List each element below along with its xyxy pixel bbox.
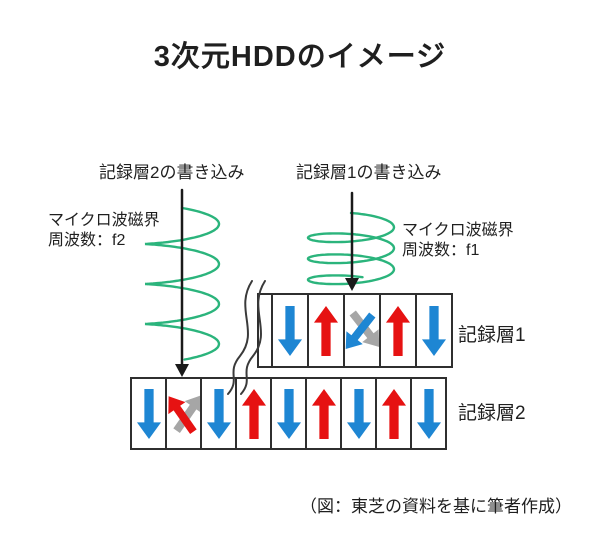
microwave-coil-f1-icon [306, 211, 396, 286]
field-label-f2: マイクロ波磁界 周波数：f2 [48, 211, 160, 251]
field-label-f1-line2: 周波数：f1 [402, 242, 480, 259]
spin-down-arrow-icon [421, 305, 447, 356]
spin-cell [235, 379, 270, 448]
spin-cell [132, 379, 165, 448]
recording-layer2-row [130, 377, 447, 450]
spin-down-arrow-icon [416, 388, 441, 439]
spin-ghost-arrow-icon [172, 394, 202, 433]
spin-flipping-up-arrow-icon [167, 395, 197, 434]
spin-up-arrow-icon [311, 388, 336, 439]
spin-down-arrow-icon [136, 388, 161, 439]
layer2-label: 記録層2 [458, 403, 526, 424]
spin-cell [410, 379, 445, 448]
write-arrow-layer1-icon-head [345, 278, 359, 291]
spin-flipping-down-arrow-icon [345, 312, 376, 349]
spin-cell [375, 379, 410, 448]
spin-down-arrow-icon [206, 388, 231, 439]
spin-up-arrow-icon [313, 305, 339, 356]
field-label-f1: マイクロ波磁界 周波数：f1 [402, 221, 514, 261]
spin-cell [271, 295, 307, 366]
field-label-f2-line2: 周波数：f2 [48, 232, 126, 249]
spin-down-arrow-icon [346, 388, 371, 439]
spin-cell [165, 379, 202, 448]
field-label-f2-line1: マイクロ波磁界 [48, 212, 160, 229]
spin-down-arrow-icon [276, 388, 301, 439]
layer1-label: 記録層1 [458, 325, 526, 346]
write-arrow-layer2-icon-head [175, 364, 189, 377]
spin-cell [200, 379, 235, 448]
write-label-layer2: 記録層2の書き込み [99, 163, 245, 182]
source-caption: （図：東芝の資料を基に筆者作成） [300, 497, 572, 516]
field-label-f1-line1: マイクロ波磁界 [402, 222, 514, 239]
lead-blank-cell [259, 295, 271, 366]
spin-cell [305, 379, 340, 448]
spin-up-arrow-icon [385, 305, 411, 356]
spin-cell [270, 379, 305, 448]
write-label-layer1: 記録層1の書き込み [296, 163, 442, 182]
spin-up-arrow-icon [381, 388, 406, 439]
spin-cell [343, 295, 380, 366]
spin-down-arrow-icon [277, 305, 303, 356]
page-title: 3次元HDDのイメージ [153, 41, 447, 73]
recording-layer1-row [257, 293, 453, 368]
spin-cell [307, 295, 343, 366]
spin-cell [379, 295, 415, 366]
spin-cell [340, 379, 375, 448]
spin-cell [415, 295, 451, 366]
spin-up-arrow-icon [241, 388, 266, 439]
